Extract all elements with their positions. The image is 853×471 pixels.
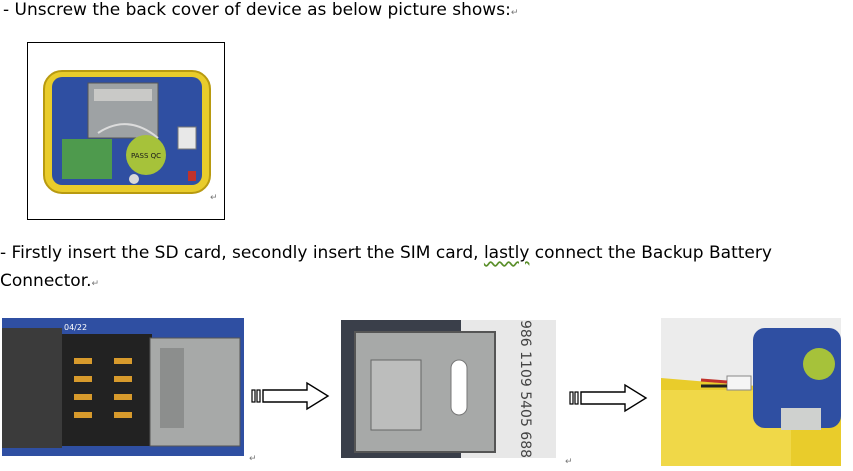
return-mark: ↵ [565,457,573,467]
battery-connector-photo [661,318,841,466]
instruction-step-2-text: - Firstly insert the SD card, secondly i… [0,243,484,263]
sd-sim-slot-photo: 04/22 [2,318,244,456]
return-mark: ↵ [249,454,257,464]
pass-sticker-text: PASS QC [131,152,161,160]
instruction-step-2-line-2: Connector.↵ [0,271,99,291]
instruction-step-2-lastly: lastly [483,243,530,263]
device-photo-frame: PASS QC ↵ [27,42,225,220]
board-code-text: 04/22 [64,323,87,332]
instruction-step-2: - Firstly insert the SD card, secondly i… [0,243,772,263]
instruction-step-1: - Unscrew the back cover of device as be… [3,0,518,20]
return-mark: ↵ [91,279,100,289]
instruction-step-1-text: - Unscrew the back cover of device as be… [3,0,511,20]
arrow-right-icon [251,381,330,411]
return-mark: ↵ [510,8,519,18]
arrow-right-icon [569,383,648,413]
instruction-step-2-text-end: connect the Backup Battery [529,243,772,263]
return-mark: ↵ [210,193,218,203]
instruction-step-2-line-2-text: Connector. [0,271,92,291]
sim-digits-text: 8986 1109 5405 6889 [517,320,533,458]
sim-card-photo: 8986 1109 5405 6889 [341,320,556,458]
device-back-photo: PASS QC [43,70,211,194]
